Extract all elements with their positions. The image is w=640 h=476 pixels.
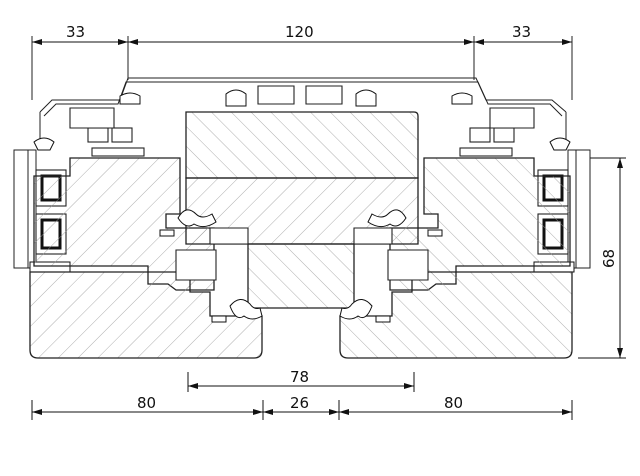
- dim-bottom-center: 26: [290, 394, 309, 412]
- sealing-gaskets: [159, 209, 443, 323]
- dim-bottom-left: 80: [137, 394, 156, 412]
- aluminium-cover-profile: [39, 77, 567, 150]
- center-top-clips: [225, 85, 377, 107]
- middle-dimension-line: [187, 372, 415, 392]
- dim-right-height: 68: [600, 249, 618, 268]
- right-outer-frame: [339, 271, 573, 359]
- dim-top-center: 120: [285, 23, 314, 41]
- right-cover-clips: [451, 92, 535, 157]
- dim-top-right: 33: [512, 23, 531, 41]
- left-outer-frame: [29, 271, 263, 359]
- top-dimension-line: [31, 36, 573, 100]
- inner-rebate-profiles: [175, 227, 429, 281]
- dim-top-left: 33: [66, 23, 85, 41]
- central-mullion: [185, 111, 419, 309]
- left-cover-clips: [69, 92, 145, 157]
- dim-bottom-right: 80: [444, 394, 463, 412]
- bottom-dimension-line: [31, 400, 573, 420]
- dim-middle-width: 78: [290, 368, 309, 386]
